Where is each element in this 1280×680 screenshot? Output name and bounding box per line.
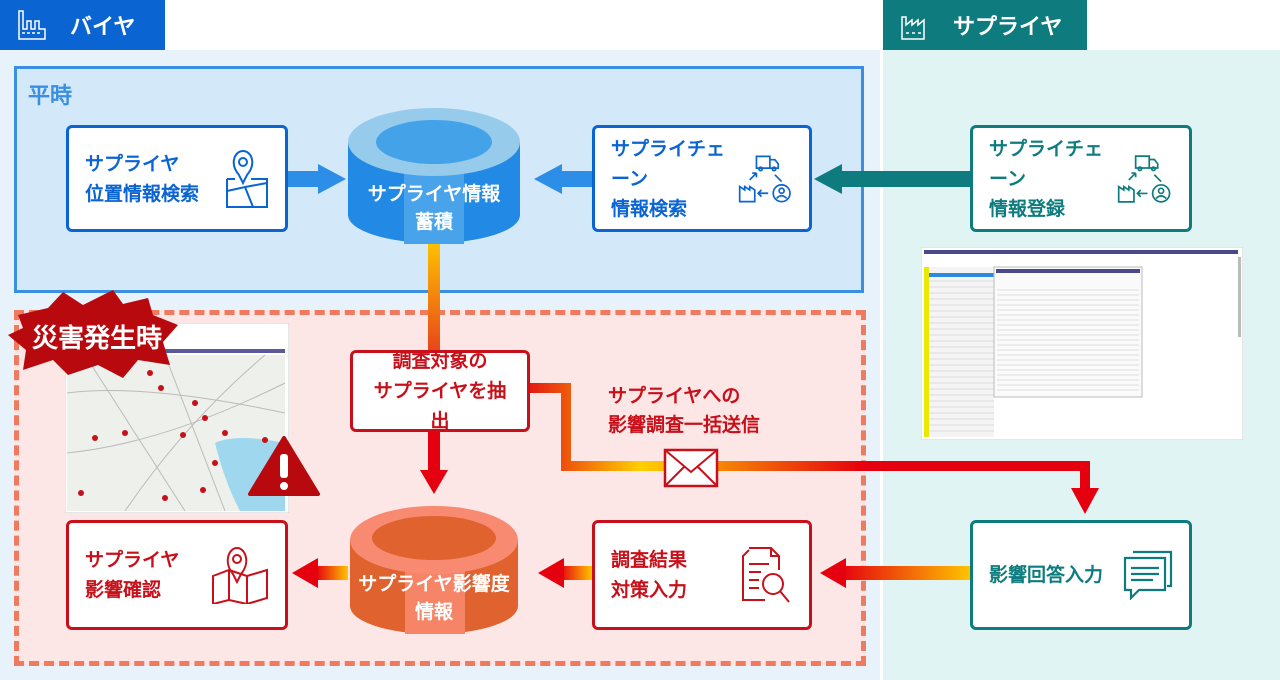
map-screenshot bbox=[65, 323, 289, 513]
map-pin-icon bbox=[226, 149, 268, 208]
answer-input-box[interactable]: 影響回答入力 bbox=[970, 520, 1192, 630]
supplier-label: サプライヤ bbox=[953, 15, 1063, 40]
supplier-tab: サプライヤ bbox=[883, 0, 1087, 50]
supply-chain-screenshot bbox=[921, 247, 1243, 440]
warning-icon bbox=[248, 436, 320, 496]
normal-time-label: 平時 bbox=[28, 84, 73, 109]
arrow-answer-to-result bbox=[820, 558, 970, 588]
chat-icon bbox=[1123, 550, 1173, 600]
bulk-send-label: サプライヤへの 影響調査一括送信 bbox=[608, 385, 761, 436]
arrow-register-to-search bbox=[814, 164, 970, 194]
location-search-box[interactable]: サプライヤ 位置情報検索 bbox=[66, 125, 288, 232]
supply-chain-search-box[interactable]: サプライチェーン 情報検索 bbox=[592, 125, 812, 232]
line-db-to-extract bbox=[428, 240, 440, 350]
line-send-survey bbox=[530, 383, 1090, 490]
buyer-label: バイヤ bbox=[70, 15, 136, 40]
supply-chain-register-box[interactable]: サプライチェーン 情報登録 bbox=[970, 125, 1192, 232]
map-pin-icon bbox=[212, 546, 268, 604]
supply-chain-icon bbox=[1117, 154, 1171, 203]
supply-chain-icon bbox=[738, 155, 791, 202]
mail-icon bbox=[663, 448, 719, 488]
arrow-location-to-db bbox=[288, 164, 346, 194]
impact-check-box[interactable]: サプライヤ 影響確認 bbox=[66, 520, 288, 630]
supplier-info-db-cylinder bbox=[348, 108, 520, 244]
factory-icon bbox=[18, 10, 46, 40]
disaster-burst-badge bbox=[8, 290, 178, 378]
impact-info-db-label: サプライヤ影響度 情報 bbox=[358, 573, 510, 623]
buyer-tab: バイヤ bbox=[0, 0, 165, 50]
extract-target-box[interactable]: 調査対象の サプライヤを抽出 bbox=[350, 350, 530, 432]
arrow-chainsearch-to-db bbox=[534, 164, 592, 194]
document-search-icon bbox=[742, 547, 790, 603]
factory-icon bbox=[901, 16, 925, 40]
supplier-info-db-label: サプライヤ情報 蓄積 bbox=[367, 183, 501, 233]
arrow-impact-db-to-check bbox=[292, 558, 348, 588]
result-input-box[interactable]: 調査結果 対策入力 bbox=[592, 520, 812, 630]
arrow-result-to-impact-db bbox=[538, 558, 592, 588]
arrow-extract-to-impact-db bbox=[420, 432, 448, 494]
impact-info-db-cylinder bbox=[350, 506, 518, 634]
disaster-label: 災害発生時 bbox=[32, 324, 163, 354]
